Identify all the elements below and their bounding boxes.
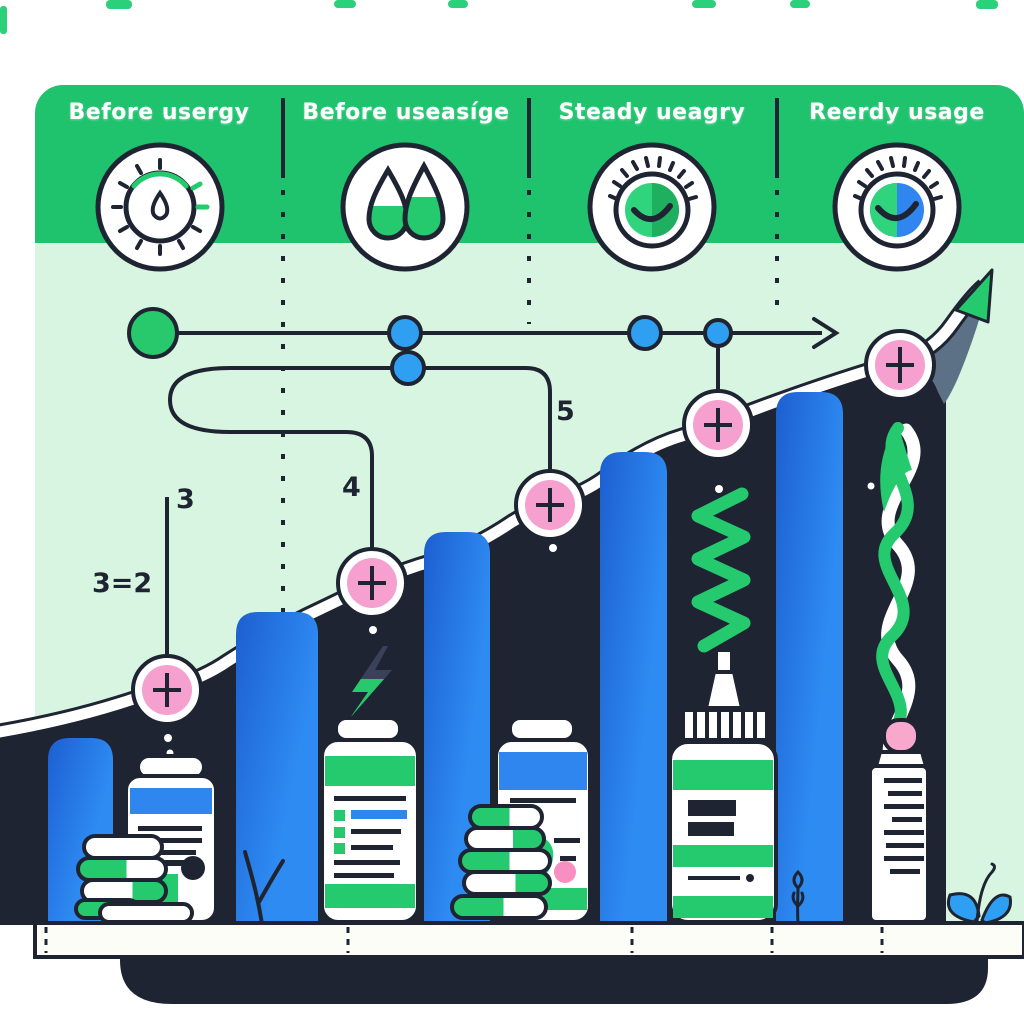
sprout-icon bbox=[791, 869, 805, 926]
two-droplets-icon bbox=[340, 142, 470, 272]
blue-leaves-icon bbox=[947, 862, 1012, 925]
blue-dot-1 bbox=[387, 315, 423, 351]
pill-stack-1 bbox=[74, 834, 194, 924]
marker-number-3: 3 bbox=[176, 484, 195, 515]
blue-dot-4 bbox=[390, 350, 426, 386]
header-label-2: Before useasíge bbox=[302, 100, 510, 125]
header-label-4: Reerdy usage bbox=[809, 100, 985, 125]
plus-circle-4 bbox=[682, 389, 754, 461]
marker-number-ratio: 3=2 bbox=[92, 568, 153, 599]
dropper-bottle-4 bbox=[668, 648, 778, 924]
pill-stack-2 bbox=[450, 804, 552, 920]
gauge-droplet-icon bbox=[95, 142, 225, 272]
connector-path bbox=[165, 350, 552, 654]
header-label-3: Steady ueagry bbox=[558, 100, 746, 125]
section-dividers bbox=[281, 98, 779, 660]
plus-circle-2 bbox=[336, 547, 408, 619]
blue-dot-3 bbox=[703, 318, 733, 348]
twig-icon bbox=[243, 850, 285, 926]
shelf bbox=[33, 921, 1024, 959]
footer-slab bbox=[120, 957, 988, 1004]
blue-dot-2 bbox=[627, 315, 663, 351]
header-label-1: Before usergy bbox=[68, 100, 250, 125]
green-dot bbox=[127, 307, 179, 359]
lightning-bolt-icon bbox=[350, 646, 392, 718]
timeline-line bbox=[127, 307, 840, 390]
growth-arrowhead-icon bbox=[954, 268, 994, 324]
green-label-bottle-2 bbox=[320, 716, 420, 924]
plus-circle-5 bbox=[864, 329, 936, 401]
plus-circle-markers bbox=[131, 329, 936, 726]
marker-number-5: 5 bbox=[556, 396, 575, 427]
dial-two-tone-check-icon bbox=[832, 142, 962, 272]
plus-circle-3 bbox=[514, 469, 586, 541]
marker-number-4: 4 bbox=[342, 472, 361, 503]
timeline-arrowhead-icon bbox=[812, 317, 840, 349]
green-zigzag-icon bbox=[691, 487, 751, 653]
plus-circle-1 bbox=[131, 654, 203, 726]
applicator-tube-5 bbox=[868, 718, 930, 924]
dial-check-icon bbox=[587, 142, 717, 272]
top-edge-dashes bbox=[0, 0, 998, 34]
